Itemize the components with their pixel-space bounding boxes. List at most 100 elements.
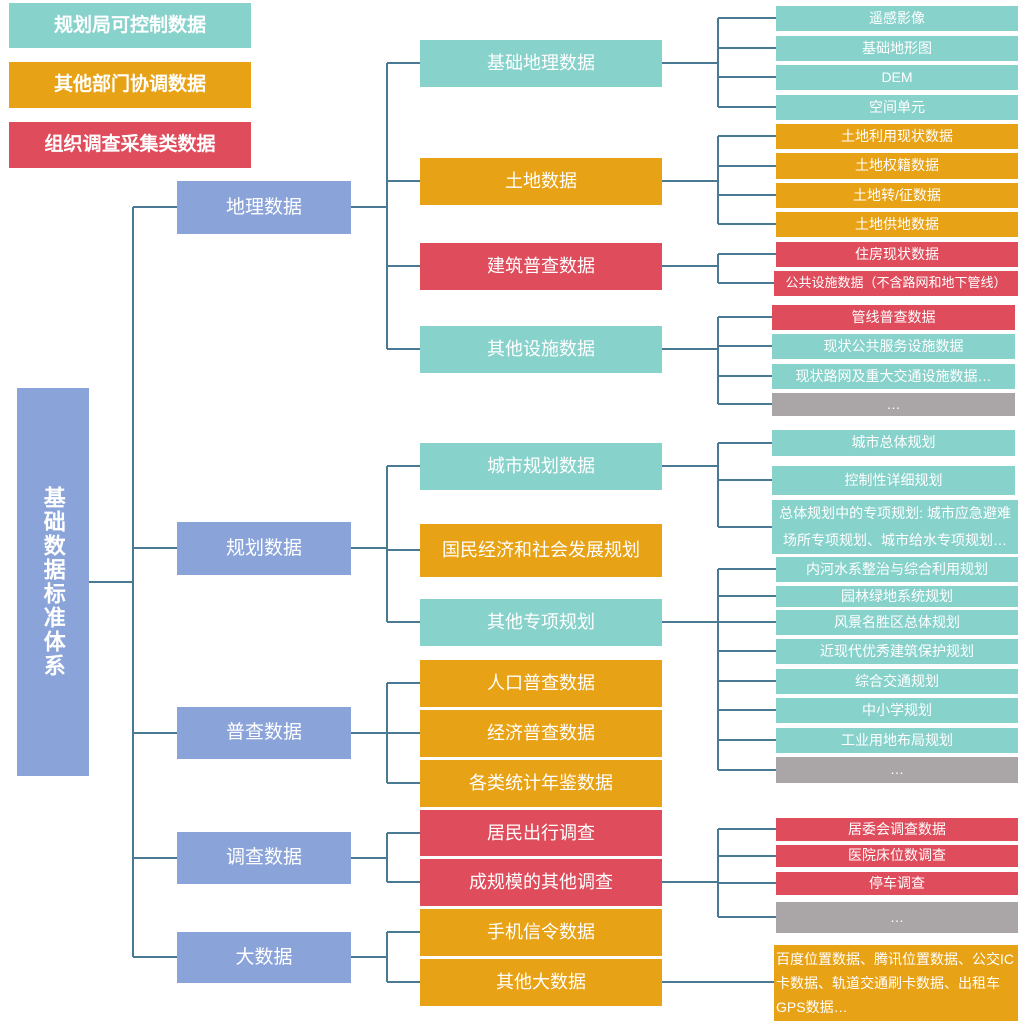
node-label: 现状公共服务设施数据 xyxy=(823,337,964,354)
node-label: 其他大数据 xyxy=(496,972,586,993)
leaf-node: 医院床位数调查 xyxy=(776,845,1018,867)
node-label: DEM xyxy=(881,68,913,85)
subcategory-node: 人口普查数据 xyxy=(420,660,662,707)
leaf-node: 居委会调查数据 xyxy=(776,818,1018,841)
legend-controllable-data: 规划局可控制数据 xyxy=(9,3,251,48)
node-label: 调查数据 xyxy=(225,847,302,869)
node-label: 园林绿地系统规划 xyxy=(841,587,953,604)
subcategory-node: 其他大数据 xyxy=(420,959,662,1006)
node-label: 土地供地数据 xyxy=(855,215,939,232)
leaf-node: 遥感影像 xyxy=(776,6,1018,31)
node-label: 成规模的其他调查 xyxy=(469,872,613,893)
node-label: 大数据 xyxy=(235,946,293,968)
subcategory-node: 土地数据 xyxy=(420,158,662,205)
node-label: 百度位置数据、腾讯位置数据、公交IC卡数据、轨道交通刷卡数据、出租车GPS数据… xyxy=(776,951,1014,1015)
node-label: 土地转/征数据 xyxy=(853,186,941,203)
subcategory-node: 其他设施数据 xyxy=(420,326,662,373)
node-label: 手机信令数据 xyxy=(487,922,595,943)
subcategory-node: 基础地理数据 xyxy=(420,40,662,87)
category-node-census: 普查数据 xyxy=(177,707,351,759)
subcategory-node: 各类统计年鉴数据 xyxy=(420,760,662,807)
node-label: 总体规划中的专项规划: 城市应急避难场所专项规划、城市给水专项规划… xyxy=(779,505,1011,548)
node-label: 近现代优秀建筑保护规划 xyxy=(820,642,974,659)
node-label: 基础地理数据 xyxy=(487,53,595,74)
node-label: 医院床位数调查 xyxy=(848,847,946,864)
node-label: 城市总体规划 xyxy=(851,434,936,451)
leaf-node: 控制性详细规划 xyxy=(772,466,1015,495)
node-label: 规划数据 xyxy=(225,537,302,559)
node-label: 经济普查数据 xyxy=(487,723,595,744)
subcategory-node: 建筑普查数据 xyxy=(420,243,662,290)
node-label: 普查数据 xyxy=(225,722,302,744)
node-label: 现状路网及重大交通设施数据… xyxy=(795,367,992,384)
node-label: 停车调查 xyxy=(869,874,925,891)
node-label: 居民出行调查 xyxy=(487,822,595,843)
node-label: 住房现状数据 xyxy=(855,245,939,262)
leaf-node: 基础地形图 xyxy=(776,36,1018,61)
leaf-node: 城市总体规划 xyxy=(772,430,1015,456)
leaf-node: 公共设施数据（不含路网和地下管线） xyxy=(774,271,1018,296)
leaf-node: 园林绿地系统规划 xyxy=(776,586,1018,607)
node-label: 居委会调查数据 xyxy=(848,820,946,837)
legend-survey-data: 组织调查采集类数据 xyxy=(9,122,251,168)
leaf-node-more: … xyxy=(772,393,1015,416)
leaf-node: 土地权籍数据 xyxy=(776,153,1018,179)
node-label: 基础地形图 xyxy=(862,39,932,56)
leaf-node: 管线普查数据 xyxy=(772,305,1015,330)
leaf-node: 风景名胜区总体规划 xyxy=(776,610,1018,635)
legend-label: 组织调查采集类数据 xyxy=(44,134,216,156)
node-label: 工业用地布局规划 xyxy=(841,731,953,748)
legend-coordinated-data: 其他部门协调数据 xyxy=(9,62,251,108)
leaf-node: DEM xyxy=(776,65,1018,90)
leaf-node: 综合交通规划 xyxy=(776,669,1018,694)
leaf-node-more: … xyxy=(776,757,1018,783)
node-label: 国民经济和社会发展规划 xyxy=(442,540,640,561)
node-label: … xyxy=(886,395,901,412)
node-label: 人口普查数据 xyxy=(487,673,595,694)
legend-label: 规划局可控制数据 xyxy=(53,14,206,36)
node-label: … xyxy=(890,761,904,778)
legend-label: 其他部门协调数据 xyxy=(53,74,206,96)
subcategory-node: 经济普查数据 xyxy=(420,710,662,757)
node-label: 中小学规划 xyxy=(862,701,932,718)
root-label: 基础数据标准体系 xyxy=(40,486,66,678)
leaf-node: 工业用地布局规划 xyxy=(776,728,1018,753)
category-node-planning: 规划数据 xyxy=(177,522,351,575)
leaf-node: 百度位置数据、腾讯位置数据、公交IC卡数据、轨道交通刷卡数据、出租车GPS数据… xyxy=(774,945,1018,1021)
root-node: 基础数据标准体系 xyxy=(17,388,89,776)
node-label: 控制性详细规划 xyxy=(844,471,943,488)
subcategory-node: 成规模的其他调查 xyxy=(420,859,662,906)
category-node-survey: 调查数据 xyxy=(177,832,351,884)
node-label: 地理数据 xyxy=(225,196,302,218)
category-node-geography: 地理数据 xyxy=(177,181,351,234)
leaf-node: 内河水系整治与综合利用规划 xyxy=(776,557,1018,582)
leaf-node: 中小学规划 xyxy=(776,698,1018,723)
node-label: 土地权籍数据 xyxy=(855,157,939,174)
leaf-node: 土地利用现状数据 xyxy=(776,124,1018,149)
leaf-node: 近现代优秀建筑保护规划 xyxy=(776,639,1018,664)
node-label: 公共设施数据（不含路网和地下管线） xyxy=(785,275,1007,291)
leaf-node: 住房现状数据 xyxy=(776,242,1018,267)
leaf-node: 土地供地数据 xyxy=(776,212,1018,237)
node-label: 其他设施数据 xyxy=(487,339,595,360)
node-label: 遥感影像 xyxy=(869,9,925,26)
node-label: 土地数据 xyxy=(505,171,577,192)
subcategory-node: 城市规划数据 xyxy=(420,443,662,490)
node-label: 土地利用现状数据 xyxy=(841,127,953,144)
node-label: 风景名胜区总体规划 xyxy=(834,613,960,630)
leaf-node: 土地转/征数据 xyxy=(776,183,1018,208)
node-label: 建筑普查数据 xyxy=(487,256,595,277)
node-label: 其他专项规划 xyxy=(487,612,595,633)
leaf-node: 现状路网及重大交通设施数据… xyxy=(772,364,1015,389)
node-label: 综合交通规划 xyxy=(855,672,939,689)
node-label: 空间单元 xyxy=(869,98,925,115)
subcategory-node: 手机信令数据 xyxy=(420,909,662,956)
node-label: 管线普查数据 xyxy=(851,308,936,325)
subcategory-node: 其他专项规划 xyxy=(420,599,662,646)
leaf-node: 空间单元 xyxy=(776,95,1018,120)
leaf-node: 现状公共服务设施数据 xyxy=(772,334,1015,359)
leaf-node: 总体规划中的专项规划: 城市应急避难场所专项规划、城市给水专项规划… xyxy=(772,500,1018,554)
node-label: 各类统计年鉴数据 xyxy=(469,773,613,794)
subcategory-node: 国民经济和社会发展规划 xyxy=(420,524,662,577)
